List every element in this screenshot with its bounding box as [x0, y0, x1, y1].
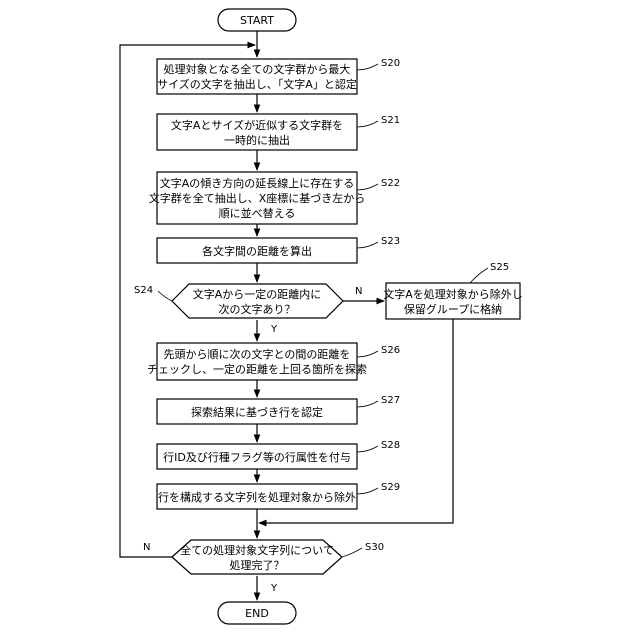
step-s23-id: S23 — [381, 236, 400, 247]
step-s23-line-1: 各文字間の距離を算出 — [202, 244, 312, 258]
decision-s24-line-1: 文字Aから一定の距離内に — [193, 287, 322, 301]
decision-s24-line-2: 次の文字あり？ — [219, 302, 296, 316]
step-s27-id: S27 — [381, 395, 400, 406]
start-label: START — [240, 14, 274, 27]
step-s22-line-2: 文字群を全て抽出し、X座標に基づき左から — [149, 191, 366, 205]
step-s26-line-1: 先頭から順に次の文字との間の距離を — [164, 347, 351, 361]
decision-s24-id: S24 — [134, 285, 153, 296]
step-s21-line-2: 一時的に抽出 — [224, 133, 290, 147]
step-s27-line-1: 探索結果に基づき行を認定 — [191, 405, 323, 419]
step-s29-line-1: 行を構成する文字列を処理対象から除外 — [158, 490, 356, 504]
decision-s24-no-label: N — [355, 286, 362, 297]
step-s29-id: S29 — [381, 482, 400, 493]
end-label: END — [245, 607, 269, 620]
step-s25-line-2: 保留グループに格納 — [404, 302, 502, 316]
step-s22-line-1: 文字Aの傾き方向の延長線上に存在する — [160, 176, 355, 190]
step-s26-line-2: チェックし、一定の距離を上回る箇所を探索 — [147, 362, 367, 376]
step-s20-line-1: 処理対象となる全ての文字群から最大 — [164, 62, 351, 76]
step-s20-line-2: サイズの文字を抽出し、「文字A」と認定 — [157, 77, 357, 91]
decision-s30-yes-label: Y — [270, 583, 278, 594]
step-s28-id: S28 — [381, 440, 400, 451]
decision-s30-line-1: 全ての処理対象文字列について — [180, 543, 334, 557]
step-s20-id: S20 — [381, 58, 400, 69]
step-s25-id: S25 — [490, 262, 509, 273]
step-s28-line-1: 行ID及び行種フラグ等の行属性を付与 — [163, 450, 351, 464]
step-s22-id: S22 — [381, 178, 400, 189]
decision-s24-yes-label: Y — [270, 324, 278, 335]
step-s22-line-3: 順に並べ替える — [219, 206, 296, 220]
decision-s30-id: S30 — [365, 542, 384, 553]
step-s21-id: S21 — [381, 115, 400, 126]
step-s21-line-1: 文字Aとサイズが近似する文字群を — [171, 118, 343, 132]
step-s26-id: S26 — [381, 345, 400, 356]
decision-s30-no-label: N — [143, 542, 150, 553]
decision-s30-line-2: 処理完了？ — [230, 558, 285, 572]
step-s25-line-1: 文字Aを処理対象から除外し — [383, 287, 523, 301]
